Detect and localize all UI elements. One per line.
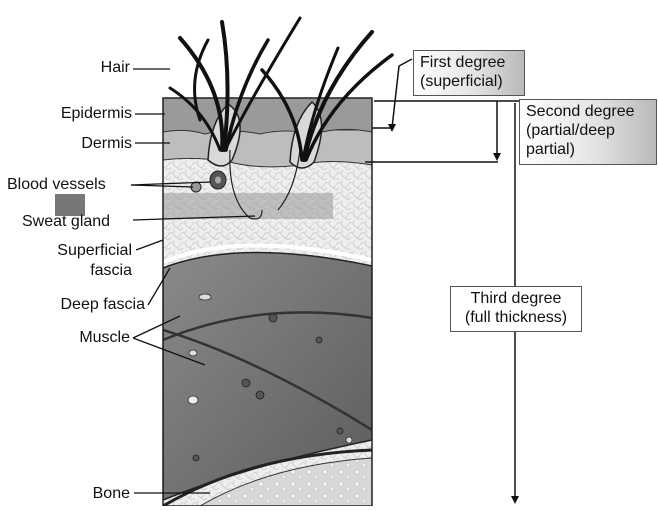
tissue-block <box>163 98 372 506</box>
label-dermis: Dermis <box>32 134 132 153</box>
label-epidermis: Epidermis <box>32 104 132 123</box>
depth-indicators <box>365 59 519 500</box>
second-degree-line1: Second degree <box>526 102 650 121</box>
second-degree-line3: partial) <box>526 140 650 159</box>
label-muscle: Muscle <box>30 328 130 347</box>
first-degree-line2: (superficial) <box>420 72 518 91</box>
label-blood-vessels: Blood vessels <box>7 175 106 194</box>
label-hair: Hair <box>60 58 130 77</box>
second-degree-box: Second degree (partial/deep partial) <box>519 99 657 165</box>
first-degree-box: First degree (superficial) <box>413 50 525 96</box>
label-deep-fascia: Deep fascia <box>10 295 145 314</box>
third-degree-line1: Third degree <box>457 289 575 308</box>
second-degree-line2: (partial/deep <box>526 121 650 140</box>
third-degree-line2: (full thickness) <box>457 308 575 327</box>
label-superficial-fascia-line2: fascia <box>20 261 132 280</box>
first-degree-line1: First degree <box>420 53 518 72</box>
label-superficial-fascia-line1: Superficial <box>20 241 132 260</box>
label-sweat-gland: Sweat gland <box>22 212 110 231</box>
label-bone: Bone <box>30 484 130 503</box>
sweat-gland-zone <box>163 193 333 219</box>
third-degree-box: Third degree (full thickness) <box>450 286 582 332</box>
